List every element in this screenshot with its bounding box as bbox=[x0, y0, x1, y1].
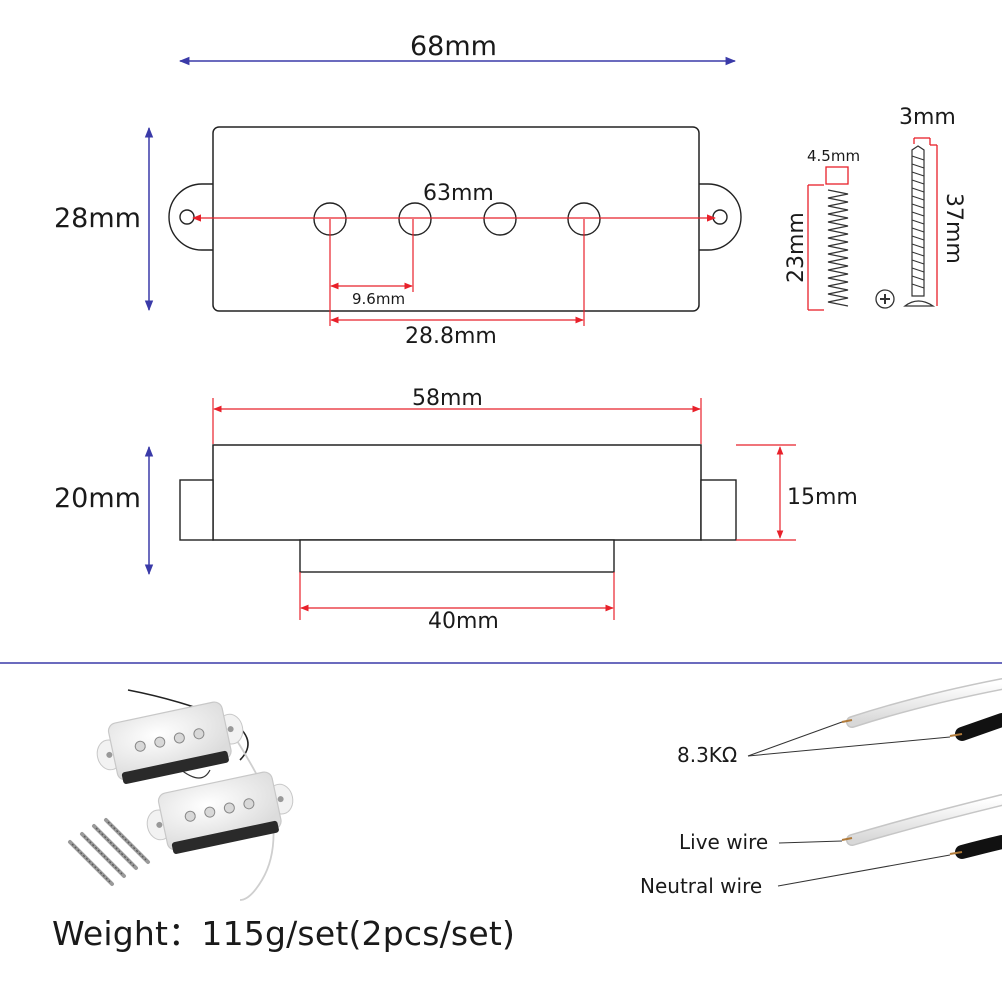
resistance-leader-2 bbox=[747, 736, 951, 757]
spring-width-label: 4.5mm bbox=[807, 147, 861, 165]
base-width-label: 40mm bbox=[428, 609, 499, 634]
side-left-ear bbox=[179, 479, 214, 541]
side-view bbox=[144, 398, 796, 620]
pole-span-label: 28.8mm bbox=[405, 324, 497, 349]
upper-black-wire bbox=[955, 713, 1002, 741]
wire-illustration bbox=[747, 678, 1002, 887]
weight-text: Weight：115g/set(2pcs/set) bbox=[52, 914, 516, 953]
side-body bbox=[212, 444, 702, 541]
total-height-label: 20mm bbox=[54, 483, 141, 514]
resistance-leader-1 bbox=[747, 721, 843, 757]
screw-thread bbox=[911, 155, 925, 289]
neutral-leader bbox=[777, 854, 951, 887]
top-width-label: 58mm bbox=[412, 386, 483, 411]
screw-diameter-label: 3mm bbox=[899, 105, 956, 130]
top-view bbox=[144, 56, 742, 326]
neutral-wire-label: Neutral wire bbox=[640, 874, 763, 898]
pickup-cover-outline bbox=[212, 126, 700, 312]
screw-head bbox=[903, 300, 936, 307]
screw-drawing bbox=[875, 137, 938, 309]
width-label: 68mm bbox=[410, 31, 497, 62]
span-label: 63mm bbox=[423, 181, 494, 206]
spring-length-label: 23mm bbox=[784, 212, 809, 283]
pole-piece-3 bbox=[483, 202, 517, 236]
product-photo bbox=[68, 689, 294, 901]
body-height-label: 15mm bbox=[787, 485, 858, 510]
side-base bbox=[299, 539, 615, 573]
screw-length-label: 37mm bbox=[941, 193, 966, 264]
height-label: 28mm bbox=[54, 203, 141, 234]
resistance-label: 8.3KΩ bbox=[677, 743, 738, 767]
spring-width-box bbox=[825, 166, 849, 185]
live-wire-label: Live wire bbox=[679, 830, 769, 854]
pole-pitch-label: 9.6mm bbox=[352, 290, 406, 308]
lower-black-wire bbox=[955, 835, 1002, 859]
spring-drawing bbox=[807, 166, 849, 311]
pole-piece-2 bbox=[398, 202, 432, 236]
spring-coil bbox=[827, 189, 849, 307]
side-right-ear bbox=[700, 479, 737, 541]
right-screw-hole bbox=[712, 209, 728, 225]
photo-screws bbox=[68, 818, 150, 886]
live-leader bbox=[778, 840, 843, 844]
left-screw-hole bbox=[179, 209, 195, 225]
